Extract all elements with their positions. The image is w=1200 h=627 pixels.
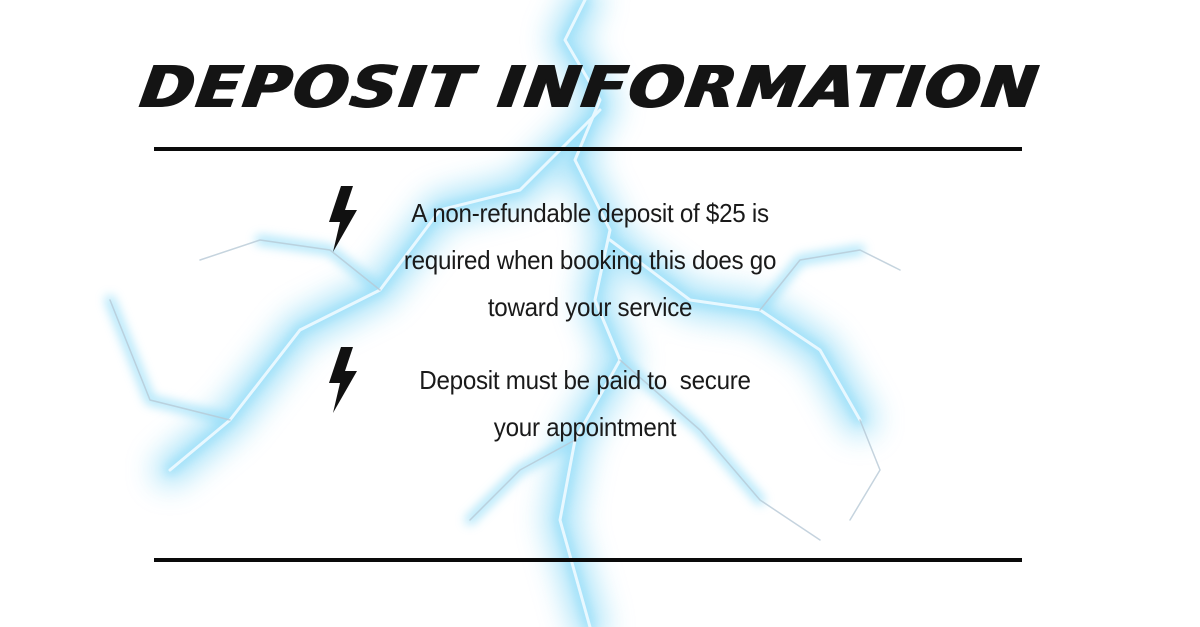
text-line: Deposit must be paid to secure [419, 365, 751, 395]
text-line: your appointment [493, 412, 677, 442]
lightning-bolt-icon [327, 347, 359, 413]
text-line: toward your service [487, 292, 693, 322]
page-title: DEPOSIT INFORMATION [136, 54, 1044, 121]
top-divider [154, 147, 1022, 151]
deposit-payment-info: Deposit must be paid to secure your appo… [394, 357, 775, 451]
text-line: required when booking this does go [403, 245, 777, 275]
text-line: A non-refundable deposit of $25 is [411, 198, 769, 228]
lightning-bolt-icon [327, 186, 359, 252]
bottom-divider [154, 558, 1022, 562]
deposit-amount-info: A non-refundable deposit of $25 is requi… [376, 190, 804, 331]
